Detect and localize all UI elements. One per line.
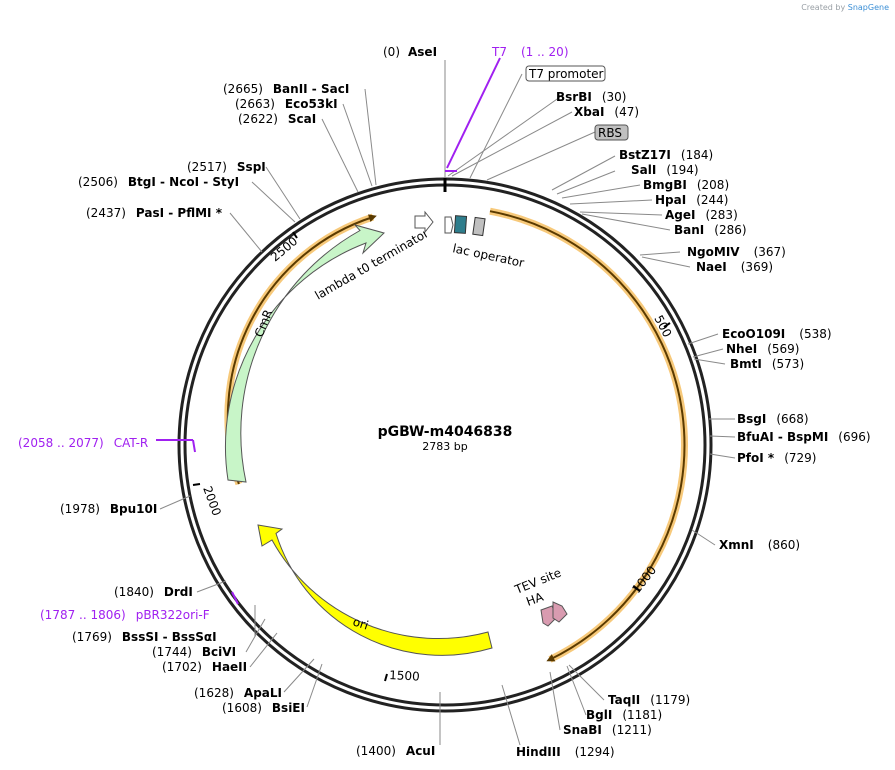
snapgene-credit: Created by SnapGene: [801, 3, 889, 12]
svg-text:NheI(569): NheI(569): [726, 342, 799, 356]
svg-text:(2437)PasI - PflMI *: (2437)PasI - PflMI *: [86, 206, 223, 220]
primer-label-pbr322ori-f: (1787 .. 1806)pBR322ori-F: [40, 608, 210, 622]
primer-label-cat-r: (2058 .. 2077)CAT-R: [18, 436, 148, 450]
svg-text:(2665)BanII - SacI: (2665)BanII - SacI: [223, 82, 349, 96]
svg-text:PfoI *(729): PfoI *(729): [737, 451, 816, 465]
svg-text:(2622)ScaI: (2622)ScaI: [238, 112, 316, 126]
t7-promoter-label-box: [525, 65, 606, 82]
tick-label-1500: 1500: [389, 668, 420, 684]
svg-text:(2517)SspI: (2517)SspI: [187, 160, 266, 174]
svg-text:XbaI(47): XbaI(47): [574, 105, 639, 119]
svg-text:(1840)DrdI: (1840)DrdI: [114, 585, 193, 599]
svg-text:(1400)AcuI: (1400)AcuI: [356, 744, 435, 758]
svg-text:BstZ17I(184): BstZ17I(184): [619, 148, 713, 162]
plasmid-length: 2783 bp: [422, 440, 467, 453]
cds-arc: [489, 210, 686, 662]
ori-feature: [257, 524, 493, 656]
svg-text:(1608)BsiEI: (1608)BsiEI: [222, 701, 305, 715]
svg-text:NaeI(369): NaeI(369): [696, 260, 773, 274]
svg-text:BfuAI - BspMI(696): BfuAI - BspMI(696): [737, 430, 871, 444]
cmr-feature: [224, 224, 385, 483]
svg-text:HindIII(1294): HindIII(1294): [516, 745, 615, 759]
svg-text:(1978)Bpu10I: (1978)Bpu10I: [60, 502, 157, 516]
svg-text:SalI(194): SalI(194): [631, 163, 699, 177]
lac-operator-label: lac operator: [451, 241, 525, 270]
svg-text:(1628)ApaLI: (1628)ApaLI: [194, 686, 282, 700]
svg-text:(1744)BciVI: (1744)BciVI: [152, 645, 236, 659]
svg-text:BsrBI(30): BsrBI(30): [556, 90, 626, 104]
snapgene-logo: SnapGene: [847, 3, 889, 12]
tick-label-1000: 1000: [629, 563, 659, 596]
enzyme-labels: (0)AseI BsrBI(30) XbaI(47) BstZ17I(184) …: [60, 45, 871, 759]
svg-text:SnaBI(1211): SnaBI(1211): [563, 723, 652, 737]
svg-text:(1769)BssSI - BssSαI: (1769)BssSI - BssSαI: [72, 630, 217, 644]
primer-marks: [156, 57, 501, 605]
svg-text:BsgI(668): BsgI(668): [737, 412, 809, 426]
t7-promoter-label: T7 promoter: [528, 67, 604, 81]
terminator-feature: [414, 210, 434, 234]
svg-text:(2663)Eco53kI: (2663)Eco53kI: [235, 97, 338, 111]
lac-operator-feature: [453, 215, 468, 234]
svg-text:AgeI(283): AgeI(283): [665, 208, 738, 222]
credit-prefix: Created by: [801, 3, 846, 12]
svg-text:EcoO109I(538): EcoO109I(538): [722, 327, 832, 341]
tick-marks: [192, 231, 671, 682]
leader-lines: [159, 60, 736, 746]
svg-text:HpaI(244): HpaI(244): [655, 193, 728, 207]
tick-label-2000: 2000: [200, 484, 224, 517]
svg-text:TaqII(1179): TaqII(1179): [608, 693, 690, 707]
svg-text:(0)AseI: (0)AseI: [383, 45, 437, 59]
svg-text:(1702)HaeII: (1702)HaeII: [162, 660, 247, 674]
primer-label-t7: T7(1 .. 20): [491, 45, 569, 59]
svg-text:BmtI(573): BmtI(573): [730, 357, 804, 371]
promoter-small-feature: [444, 216, 454, 234]
svg-text:BanI(286): BanI(286): [674, 223, 747, 237]
rbs-label: RBS: [598, 126, 622, 140]
svg-text:BmgBI(208): BmgBI(208): [643, 178, 729, 192]
svg-text:NgoMIV(367): NgoMIV(367): [687, 245, 786, 259]
ha-label: HA: [524, 589, 546, 608]
plasmid-name: pGBW-m4046838: [378, 424, 513, 440]
ori-label: ori: [351, 615, 370, 633]
tev-site-feature: [552, 601, 568, 623]
svg-text:(2506)BtgI - NcoI - StyI: (2506)BtgI - NcoI - StyI: [78, 175, 239, 189]
rbs-feature: [472, 216, 486, 237]
svg-text:XmnI(860): XmnI(860): [719, 538, 800, 552]
svg-text:BglI(1181): BglI(1181): [586, 708, 662, 722]
rbs-label-box: [594, 124, 629, 141]
